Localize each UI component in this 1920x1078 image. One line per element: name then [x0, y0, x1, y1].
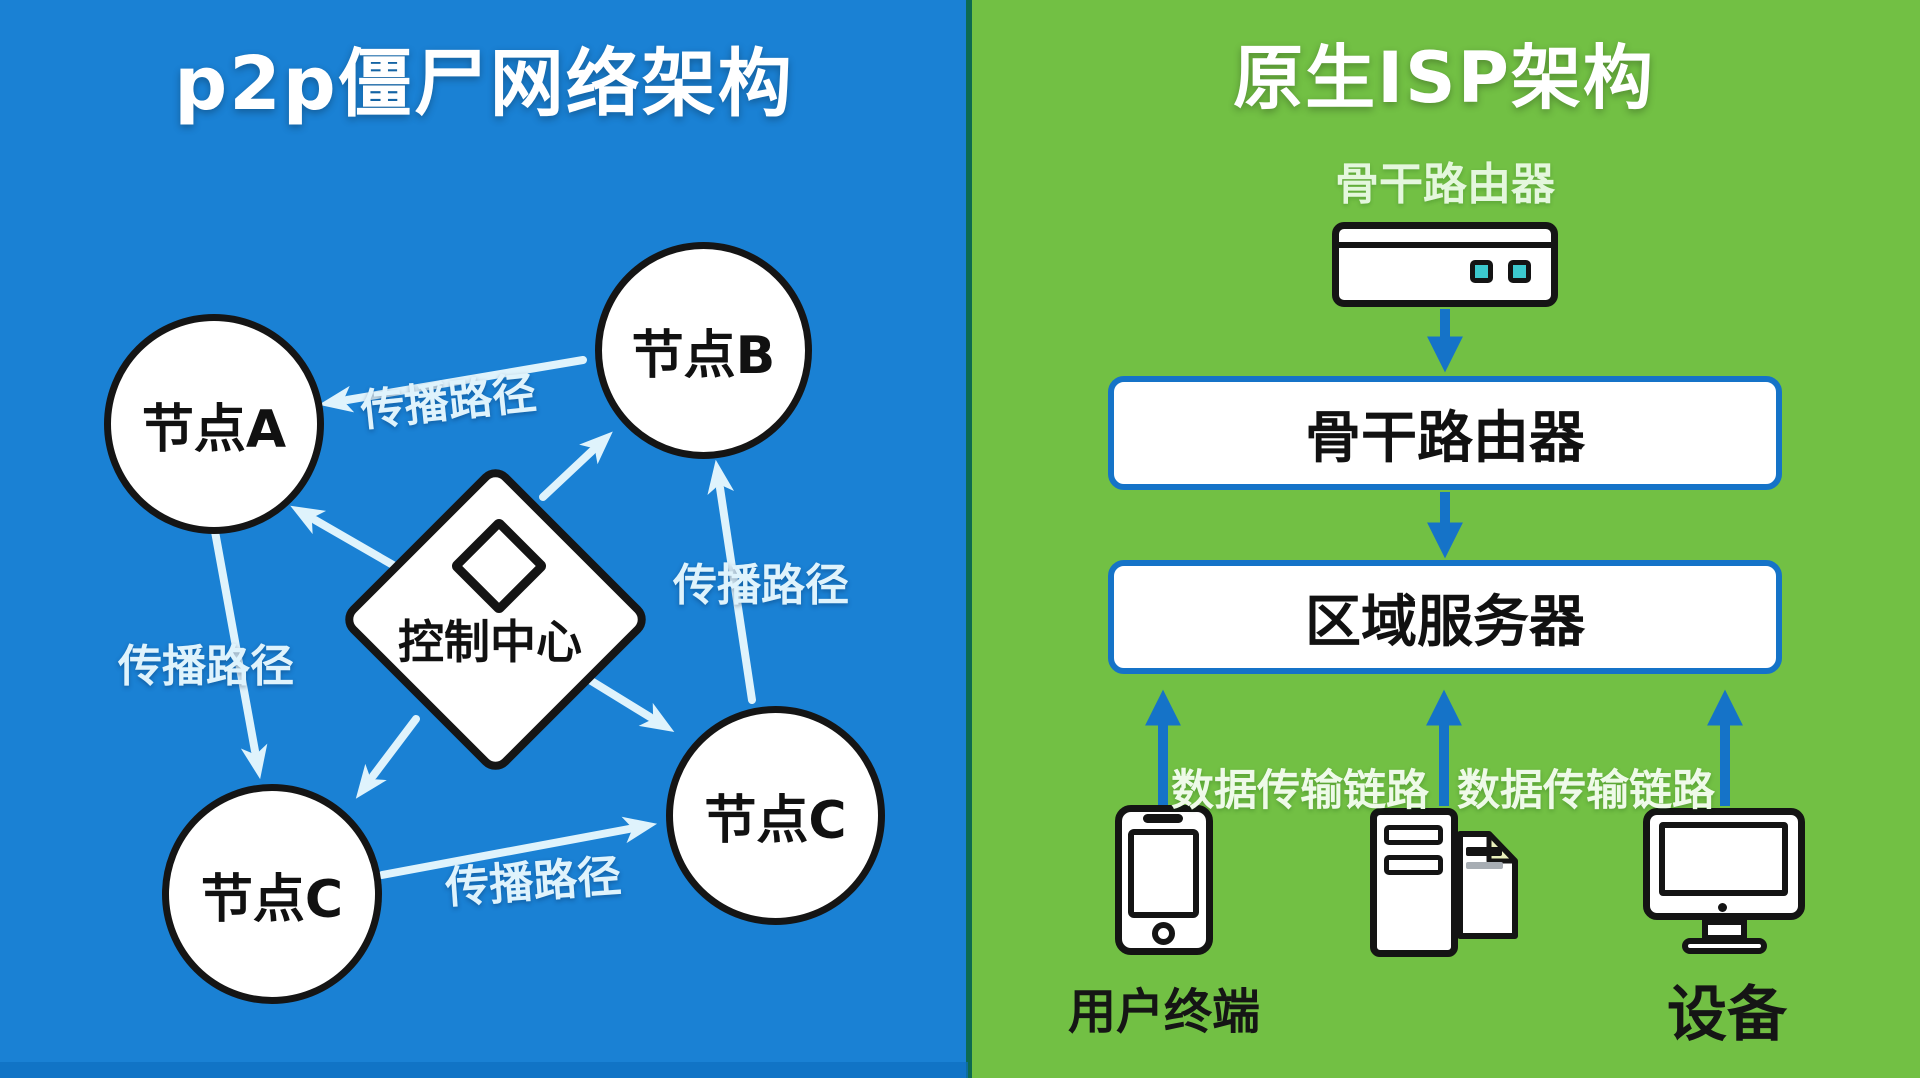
document-icon [1457, 831, 1518, 939]
device-label: 设备 [1667, 980, 1787, 1050]
arrow-center-to-b [539, 431, 613, 501]
node-a-label: 节点A [141, 399, 287, 460]
node-b-label: 节点B [631, 326, 776, 386]
arrow-center-to-a [290, 505, 397, 569]
backbone-router-box: 骨干路由器 [1108, 376, 1782, 490]
bottom-strip [0, 1062, 968, 1078]
right-panel-title: 原生ISP架构 [1233, 37, 1655, 119]
regional-server-box: 区域服务器 [1108, 560, 1782, 674]
arrow-center-to-cleft [355, 715, 420, 799]
router-caption: 骨干路由器 [1335, 159, 1555, 210]
router-icon [1332, 222, 1558, 307]
router-port-icon [1508, 260, 1531, 283]
node-b-circle: 节点B [595, 242, 812, 459]
arrow-cleft-to-cright [378, 816, 658, 879]
router-top-stripe [1339, 229, 1551, 248]
left-panel-title: p2p僵尸网络架构 [174, 41, 794, 127]
server-slot-icon [1384, 855, 1443, 875]
phone-home-button-icon [1152, 922, 1175, 945]
node-a-circle: 节点A [104, 314, 324, 534]
data-link-label-right: 数据传输链路 [1457, 766, 1715, 816]
arrow-center-to-cright [576, 670, 675, 732]
monitor-dot-icon [1718, 903, 1727, 912]
user-terminal-label: 用户终端 [1067, 984, 1260, 1040]
backbone-router-box-label: 骨干路由器 [1305, 405, 1585, 471]
arrow-a-to-cleft [210, 522, 268, 780]
router-port-icon [1470, 260, 1493, 283]
server-slot-icon [1384, 825, 1443, 845]
edge-label-a-c: 传播路径 [118, 641, 294, 692]
phone-speaker-icon [1143, 814, 1183, 823]
phone-screen-icon [1128, 829, 1199, 918]
node-c-left-label: 节点C [200, 869, 344, 930]
monitor-screen-icon [1659, 822, 1788, 896]
node-c-right-circle: 节点C [666, 706, 885, 925]
arrow-cright-to-b [707, 459, 756, 704]
node-c-left-circle: 节点C [162, 784, 382, 1004]
control-center-label: 控制中心 [398, 615, 582, 669]
data-link-label-left: 数据传输链路 [1171, 766, 1429, 816]
panel-divider [966, 0, 972, 1078]
arrow-b-to-a [318, 356, 587, 413]
node-c-right-label: 节点C [704, 791, 847, 851]
edge-label-c-b: 传播路径 [673, 560, 849, 611]
regional-server-box-label: 区域服务器 [1305, 589, 1585, 655]
monitor-base-icon [1682, 938, 1767, 954]
